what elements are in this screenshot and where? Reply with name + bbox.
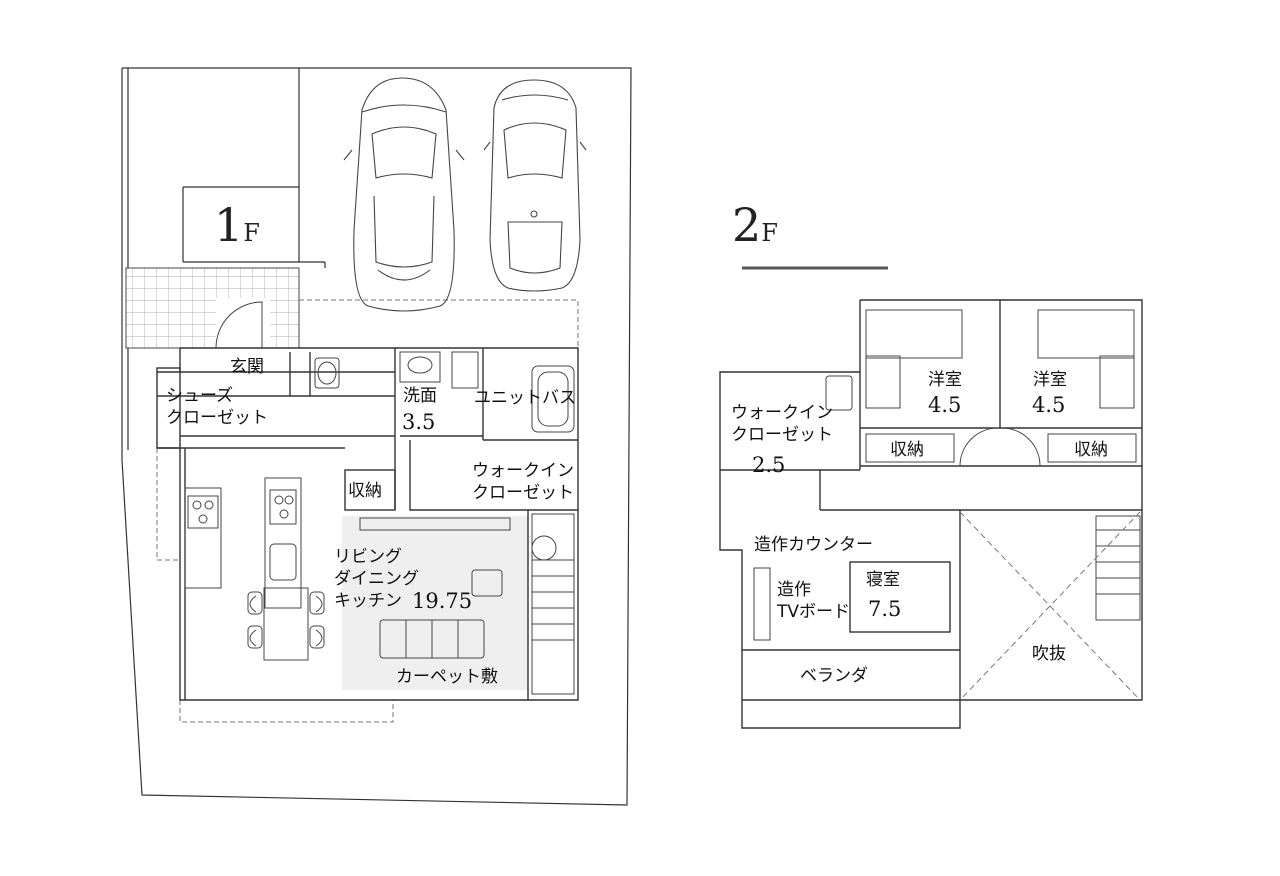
- room-label-western-b: 洋室: [1033, 370, 1067, 390]
- room-label-built-in-counter: 造作カウンター: [754, 535, 873, 555]
- room-label-washroom: 洗面: [403, 386, 437, 406]
- room-label-western-a: 洋室: [928, 370, 962, 390]
- room-label-tv-board-line1: 造作: [777, 580, 811, 600]
- room-label-unit-bath: ユニットバス: [474, 388, 576, 408]
- room-label-ldk-line2: ダイニング: [334, 569, 419, 589]
- floor1-fixtures: [184, 351, 575, 695]
- room-label-entrance: 玄関: [230, 357, 264, 377]
- room-size-wic-2f: 2.5: [752, 453, 786, 477]
- room-label-wic-2f-line1: ウォークイン: [731, 403, 833, 423]
- floor2-label: 2F: [732, 198, 778, 252]
- room-label-ldk-line3: キッチン: [334, 591, 402, 611]
- floor2-label-number: 2: [732, 198, 762, 252]
- room-label-carpet: カーペット敷: [396, 667, 498, 687]
- room-size-western-b: 4.5: [1032, 393, 1066, 417]
- room-label-wic-2f-line2: クローゼット: [731, 425, 833, 445]
- room-size-ldk: 19.75: [412, 589, 473, 613]
- room-label-bedroom: 寝室: [866, 570, 900, 590]
- room-size-western-a: 4.5: [928, 393, 962, 417]
- floor1-label-number: 1: [214, 198, 244, 252]
- void-dashed-cross: [959, 511, 1141, 701]
- room-label-tv-board-line2: TVボード: [777, 602, 851, 622]
- room-size-bedroom: 7.5: [868, 597, 902, 621]
- car-large-icon: [343, 77, 465, 312]
- room-label-storage-2f-b: 収納: [1074, 440, 1108, 460]
- floor2-fixtures: [753, 309, 1141, 641]
- room-label-wic-1f-line2: クローゼット: [472, 483, 574, 503]
- room-size-washroom: 3.5: [402, 410, 436, 434]
- floor2-walls: [719, 299, 1143, 729]
- car-small-icon: [483, 79, 587, 292]
- floor1-label: 1F: [214, 198, 260, 252]
- room-label-shoe-closet-line1: シューズ: [166, 386, 234, 406]
- floor1-walls: [156, 347, 579, 701]
- room-label-storage-1f: 収納: [348, 481, 382, 501]
- room-label-veranda: ベランダ: [800, 666, 868, 686]
- entrance-approach-tiles: [125, 267, 300, 349]
- room-label-shoe-closet-line2: クローゼット: [166, 408, 268, 428]
- room-label-storage-2f-a: 収納: [890, 440, 924, 460]
- floor1-site: [121, 67, 632, 806]
- room-label-wic-1f-line1: ウォークイン: [472, 461, 574, 481]
- floor1-label-letter: F: [243, 219, 260, 247]
- room-label-ldk-line1: リビング: [334, 547, 402, 567]
- carpet-area: [342, 516, 528, 690]
- room-label-void: 吹抜: [1032, 644, 1066, 664]
- floor1-eaves-dashed: [156, 299, 579, 723]
- floor2-label-letter: F: [761, 219, 778, 247]
